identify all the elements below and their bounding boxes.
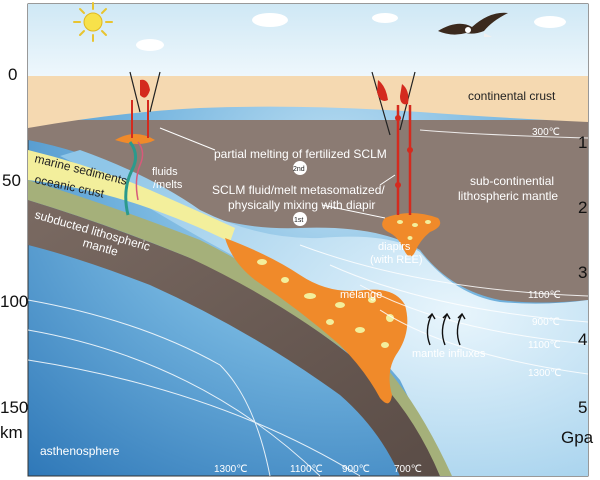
left-volcano (129, 71, 161, 138)
pressure-tick-1: 1 (578, 133, 587, 152)
iso-right-300: 300℃ (532, 127, 560, 138)
depth-tick-0: 0 (8, 65, 17, 84)
badge-second (293, 161, 307, 175)
diapir (382, 213, 441, 257)
pressure-tick-5: 5 (578, 398, 587, 417)
pressure-tick-4: 4 (578, 330, 587, 349)
melange-blocks (257, 259, 394, 348)
iso-bottom-900: 900℃ (342, 464, 370, 475)
label-continental-crust: continental crust (468, 89, 556, 103)
label-melange: mélange (340, 289, 382, 301)
label-fluids-2: /melts (153, 179, 183, 191)
scl-mantle (28, 120, 588, 303)
melange (225, 238, 408, 404)
iso-right-1300: 1300℃ (528, 368, 561, 379)
label-partial-melting: partial melting of fertilized SCLM (214, 147, 387, 161)
iso-bottom-700: 700℃ (394, 464, 422, 475)
label-metasomatized-1: SCLM fluid/melt metasomatized/ (212, 183, 385, 197)
depth-tick-150: 150 (0, 398, 28, 417)
clouds (136, 13, 566, 51)
fluid-streaks (124, 141, 144, 216)
iso-right-1100b: 1100℃ (528, 340, 561, 351)
leader-lines (159, 127, 396, 219)
mantle-wedge (60, 150, 588, 476)
iso-right-900: 900℃ (532, 317, 560, 328)
marine-sediments (28, 150, 235, 242)
depth-unit: km (0, 423, 23, 442)
label-mantle-influxes: mantle influxes (412, 348, 486, 360)
continental-crust (28, 76, 588, 128)
label-second: 2nd (293, 166, 305, 173)
iso-right-1100a: 1100℃ (528, 290, 561, 301)
label-asthenosphere: asthenosphere (40, 444, 120, 458)
label-scl-mantle-2: lithospheric mantle (458, 189, 558, 203)
label-diapirs-1: diapirs (378, 241, 411, 253)
right-volcano (371, 71, 416, 215)
forearc-melt (115, 134, 155, 144)
label-fluids-1: fluids (152, 166, 178, 178)
iso-bottom-1100: 1100℃ (290, 464, 323, 475)
eagle-icon (438, 12, 508, 37)
depth-tick-50: 50 (2, 171, 21, 190)
label-scl-mantle-1: sub-continential (470, 174, 554, 188)
label-diapirs-2: (with REE) (370, 254, 423, 266)
sun-icon (73, 2, 113, 42)
pressure-tick-2: 2 (578, 198, 587, 217)
depth-tick-100: 100 (0, 292, 28, 311)
label-metasomatized-2: physically mixing with diapir (228, 198, 375, 212)
label-first: 1st (294, 217, 303, 224)
iso-bottom-1300: 1300℃ (214, 464, 247, 475)
pressure-unit: Gpa (561, 428, 594, 447)
diapir-blocks (397, 220, 431, 240)
subducted-slab (28, 200, 440, 476)
oceanic-crust (28, 180, 452, 476)
pressure-tick-3: 3 (578, 263, 587, 282)
badge-first (293, 212, 307, 226)
mantle-influx-arrows (426, 312, 466, 346)
isotherm-lines (27, 129, 589, 477)
